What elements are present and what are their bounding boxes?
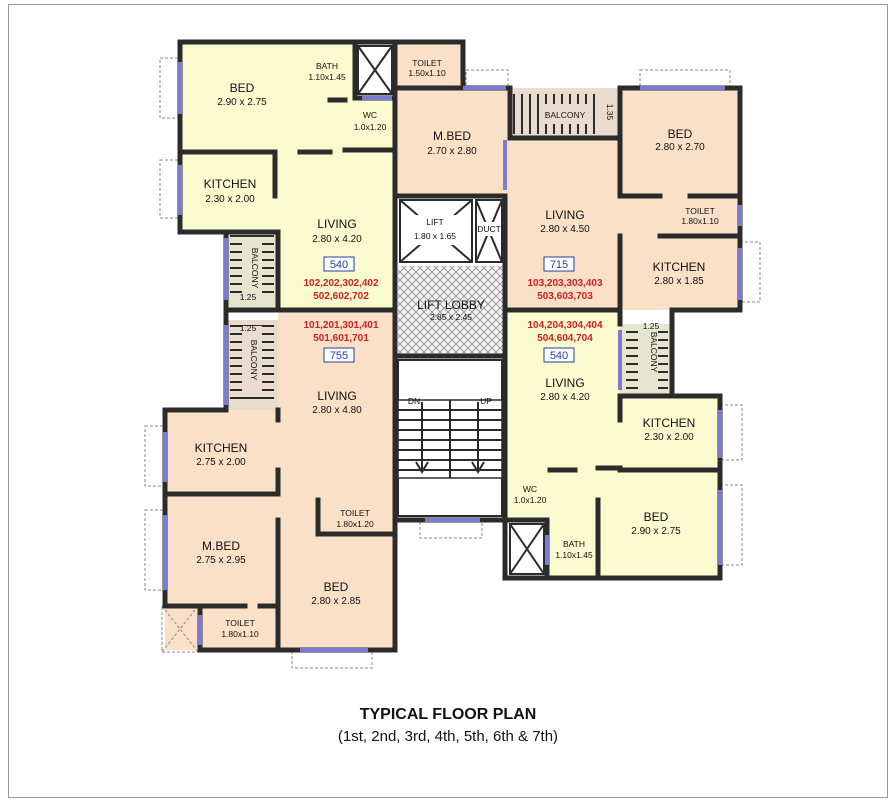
room-size: 2.80 x 4.80 [312, 405, 362, 416]
room-label: WC [363, 110, 377, 120]
room-label: KITCHEN [195, 441, 248, 455]
room-size: 2.80 x 2.70 [655, 142, 705, 153]
dashed-projections [144, 57, 761, 669]
room-size: 1.10x1.45 [308, 72, 346, 82]
room-label: LIVING [545, 376, 584, 390]
room-size: 2.85 x 2.45 [430, 312, 472, 322]
balcony-width: 1.25 [240, 323, 257, 333]
balcony-label: BALCONY [545, 110, 586, 120]
room-label: BED [644, 510, 669, 524]
room-size: 1.10x1.45 [555, 550, 593, 560]
room-size: 2.75 x 2.00 [196, 457, 246, 468]
drawing-frame [8, 4, 888, 798]
room-label: KITCHEN [643, 416, 696, 430]
room-label: TOILET [225, 618, 255, 628]
room-label: BED [324, 580, 349, 594]
room-label: DUCT [477, 224, 501, 234]
room-label: BATH [563, 539, 585, 549]
room-label: TOILET [412, 58, 442, 68]
room-size: 2.80 x 1.85 [654, 276, 704, 287]
room-label: BATH [316, 61, 338, 71]
room-label: BED [230, 81, 255, 95]
room-size: 2.90 x 2.75 [631, 526, 681, 537]
flat-area-badge: 540 [330, 259, 348, 271]
room-label: M.BED [202, 539, 240, 553]
room-size: 2.80 x 4.50 [540, 224, 590, 235]
flat-number-list: 101,201,301,401 [303, 320, 379, 331]
room-size: 2.30 x 2.00 [644, 432, 694, 443]
room-size: 2.80 x 2.85 [311, 596, 361, 607]
flat-number-list: 502,602,702 [313, 291, 369, 302]
flat-area-badge: 715 [550, 259, 568, 271]
flat-number-list: 103,203,303,403 [527, 278, 603, 289]
room-label: WC [523, 484, 537, 494]
room-label: LIFT [426, 217, 443, 227]
room-label: LIVING [317, 389, 356, 403]
room-size: 1.0x1.20 [354, 122, 387, 132]
balcony-width: 1.25 [643, 321, 660, 331]
flat-numbers: 540 102,202,302,402 502,602,702 715 103,… [303, 256, 603, 363]
staircase [397, 359, 503, 517]
room-size: 2.75 x 2.95 [196, 555, 246, 566]
balcony-details [161, 45, 668, 653]
room-size: 2.70 x 2.80 [427, 146, 477, 157]
room-labels: BED 2.90 x 2.75 BATH 1.10x1.45 WC 1.0x1.… [195, 58, 719, 639]
room-label: LIFT LOBBY [417, 298, 485, 312]
flat-number-list: 503,603,703 [537, 291, 593, 302]
plan-subtitle: (1st, 2nd, 3rd, 4th, 5th, 6th & 7th) [337, 728, 559, 745]
flat-number-list: 504,604,704 [537, 333, 593, 344]
walls [162, 39, 743, 653]
room-size: 2.80 x 4.20 [540, 392, 590, 403]
flat-number-list: 102,202,302,402 [303, 278, 379, 289]
room-size: 1.80x1.20 [336, 519, 374, 529]
windows [163, 62, 742, 652]
flat-number-list: 501,601,701 [313, 333, 369, 344]
room-label: BED [668, 127, 693, 141]
room-size: 2.80 x 4.20 [312, 234, 362, 245]
plan-title: TYPICAL FLOOR PLAN [359, 706, 537, 723]
flat-area-badge: 755 [330, 350, 348, 362]
room-size: 1.50x1.10 [408, 68, 446, 78]
flat-area-badge: 540 [550, 350, 568, 362]
balcony-label: BALCONY [250, 248, 260, 289]
room-label: LIVING [317, 217, 356, 231]
room-size: 1.80x1.10 [221, 629, 259, 639]
room-label: KITCHEN [204, 177, 257, 191]
balcony-width: 1.35 [605, 104, 615, 121]
room-size: 2.30 x 2.00 [205, 194, 255, 205]
room-size: 1.80x1.10 [681, 216, 719, 226]
room-size: 1.0x1.20 [514, 495, 547, 505]
room-label: M.BED [433, 129, 471, 143]
balcony-label: BALCONY [649, 332, 659, 373]
stair-down-label: DN [408, 396, 420, 406]
room-label: TOILET [340, 508, 370, 518]
stair-up-label: UP [480, 396, 492, 406]
balcony-label: BALCONY [249, 340, 259, 381]
room-size: 2.90 x 2.75 [217, 97, 267, 108]
room-label: LIVING [545, 208, 584, 222]
balcony-width: 1.25 [240, 292, 257, 302]
room-label: TOILET [685, 206, 715, 216]
room-size: 1.80 x 1.65 [414, 231, 456, 241]
room-label: KITCHEN [653, 260, 706, 274]
flat-number-list: 104,204,304,404 [527, 320, 603, 331]
